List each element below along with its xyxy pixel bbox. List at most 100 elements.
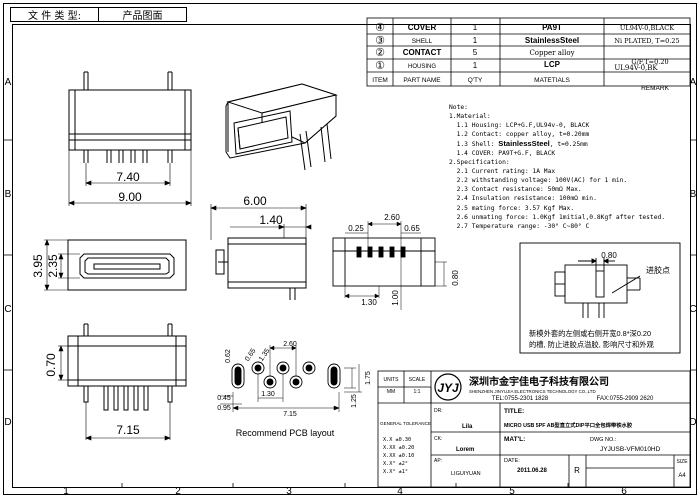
dim-label: 1.35 — [258, 347, 272, 362]
bom-remark: UL94V-0,BLACK — [620, 24, 674, 32]
note-line: 1.4 COVER: PA9T+G.F, BLACK — [456, 150, 556, 158]
dim-label: 1.25 — [351, 394, 358, 408]
dim-label: 0.65 — [244, 347, 258, 362]
tolerance-row: X.XX ±0.20 — [383, 445, 414, 451]
note-line: 2.4 Insulation resistance: 100mΩ min. — [456, 195, 597, 203]
note-line: 2.6 unmating force: 1.0Kgf 1mitial,0.8Kg… — [456, 213, 666, 221]
tolerance-row: X.X° ±2° — [383, 461, 408, 467]
dwg-label: DWG NO.: — [590, 437, 617, 443]
bom-header-name: PART NAME — [403, 77, 441, 84]
doc-type-box: 文 件 类 型: 产品图面 — [10, 7, 187, 22]
dim-label: 7.15 — [283, 411, 297, 418]
row-label: C — [689, 304, 696, 315]
zone-labels: 1 2 3 4 5 6 A B C D A B C D — [4, 77, 696, 497]
ck-label: CK: — [434, 436, 442, 442]
dim-label: 2.60 — [283, 341, 297, 348]
bom-name: HOUSING — [408, 64, 436, 70]
detail-view — [519, 242, 681, 354]
bom-material: LCP — [544, 60, 561, 69]
bom-no: ① — [375, 60, 385, 72]
bom-qty: 1 — [473, 61, 478, 70]
matl-label: MAT'L: — [504, 436, 525, 443]
isometric-view — [225, 83, 338, 171]
dr-value: Lila — [462, 424, 473, 430]
notes-title: Note: — [449, 104, 468, 111]
tolerance-heading: GENERAL TOLERANCE — [380, 421, 431, 426]
dim-pcb — [220, 345, 362, 412]
company-name-en: SHENZHEN JINYUJIA ELECTRONICS TECHNOLOGY… — [469, 389, 596, 394]
bom-material: PA9T — [542, 23, 562, 32]
dim-label: 0.80 — [451, 270, 460, 286]
note-line: 2.1 Current rating: 1A Max — [456, 168, 556, 176]
bom-text: ④ COVER 1 PA9T UL94V-0,BLACK ③ SHELL 1 S… — [372, 22, 679, 92]
shell-thickness: , t=0.25mm — [549, 141, 588, 149]
dim-label: 0.70 — [44, 353, 58, 377]
dim-label: 1.75 — [365, 371, 372, 385]
bom-qty: 1 — [473, 36, 478, 45]
detail-note-line: 新模外套的左侧或右侧开宽0.8*深0.20 — [529, 329, 651, 338]
dim-label: 2.35 — [46, 254, 60, 278]
dim-lower-side — [58, 345, 171, 441]
dim-label: 0.95 — [217, 405, 231, 412]
bom-qty: 1 — [473, 23, 478, 32]
bom-no: ③ — [375, 35, 385, 47]
dim-label: 0.25 — [348, 224, 364, 233]
ap-value: LIGUIYUAN — [451, 471, 481, 477]
dim-face — [44, 239, 80, 291]
title-label: TITLE: — [504, 408, 524, 415]
face-view — [67, 239, 187, 291]
date-value: 2011.06.28 — [517, 468, 547, 474]
notes-block: Note: 1.Material: 1.1 Housing: LCP+G.F,U… — [449, 103, 695, 231]
bom-remark: UL94V-0,BK — [614, 64, 658, 72]
detail-note-line: 的槽, 防止进胶点溢胶, 影响尺寸和外观 — [529, 340, 655, 349]
col-label: 2 — [175, 486, 181, 497]
bom-header-no: ITEM — [372, 77, 388, 84]
bom-header-remark: REMARK — [641, 85, 669, 92]
dim-label: 0.80 — [601, 251, 617, 260]
ap-label: AP: — [434, 458, 442, 464]
col-label: 4 — [397, 486, 403, 497]
row-label: B — [690, 189, 697, 200]
tolerance-row: X.X ±0.30 — [383, 437, 411, 443]
title-block — [377, 370, 691, 488]
dim-label: 0.62 — [225, 349, 232, 363]
bom-table — [366, 17, 691, 87]
bom-no: ② — [375, 47, 385, 59]
tolerance-row: X.X° ±1° — [383, 469, 408, 475]
company-logo: JYJ — [434, 373, 462, 401]
bom-name: CONTACT — [403, 48, 442, 57]
dim-label: 1.40 — [259, 213, 283, 227]
rev-label: R — [574, 466, 580, 475]
dim-label: 1.30 — [361, 298, 377, 307]
note-line: 2.5 mating force: 3.57 Kgf Max. — [456, 204, 575, 212]
outer-border — [3, 3, 697, 495]
units-label: UNITS — [384, 377, 400, 383]
dim-label: 9.00 — [118, 190, 142, 204]
note-line: 1.1 Housing: LCP+G.F,UL94v-0, BLACK — [456, 122, 590, 130]
company-tel: TEL:0755-2301 1828 — [492, 396, 549, 402]
note-line: 2.3 Contact resistance: 50mΩ Max. — [456, 186, 582, 194]
dim-label: 3.95 — [31, 254, 45, 278]
tolerance-row: X.XX ±0.10 — [383, 453, 414, 459]
inner-border — [12, 24, 691, 488]
date-label: DATE: — [504, 458, 520, 464]
row-label: D — [689, 417, 696, 428]
bom-header-qty: Q'TY — [468, 77, 483, 84]
scale-label: SCALE — [409, 377, 426, 383]
dr-label: DR: — [434, 408, 443, 414]
bom-remark: G/F,T=0.20 — [631, 58, 668, 66]
col-label: 1 — [63, 486, 69, 497]
bom-material: StainlessSteel — [525, 36, 579, 45]
bom-qty: 5 — [473, 48, 478, 57]
bom-name: SHELL — [412, 38, 433, 45]
pcb-layout-title: Recommend PCB layout — [236, 428, 335, 438]
row-label: B — [5, 189, 12, 200]
row-label: A — [690, 77, 697, 88]
lower-side-view — [67, 323, 187, 411]
col-label: 5 — [509, 486, 515, 497]
doc-type-value: 产品图面 — [122, 11, 163, 22]
row-label: D — [4, 417, 11, 428]
note-line: 1.3 Shell: — [456, 141, 499, 149]
bom-material: Copper alloy — [529, 49, 574, 57]
